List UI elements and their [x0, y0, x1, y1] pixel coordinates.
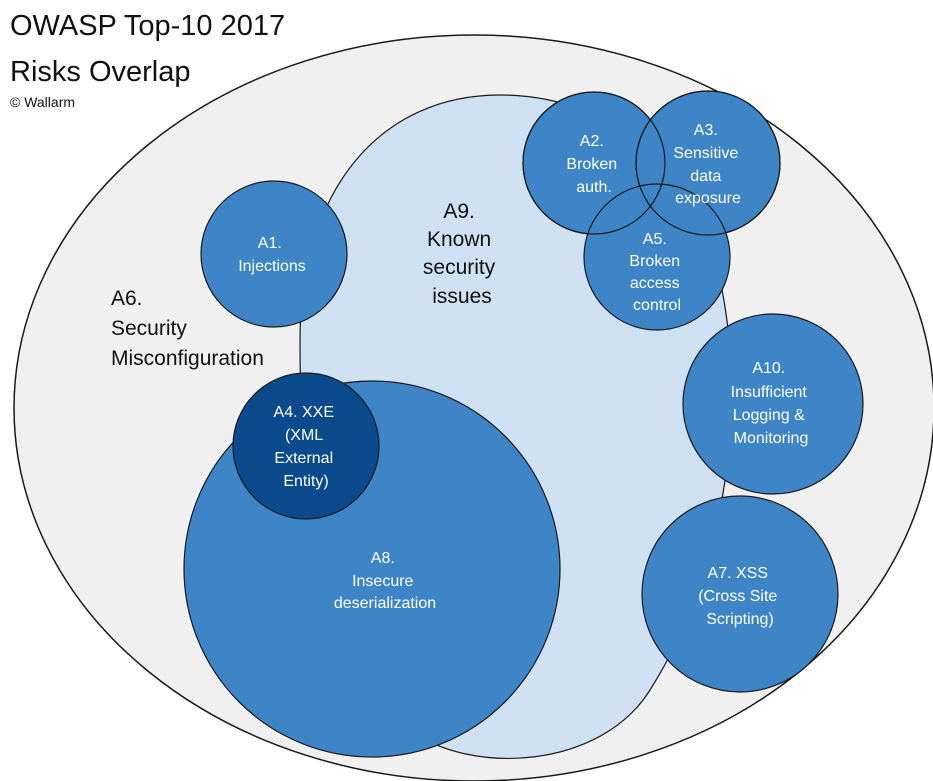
a6-label-line: A6. [111, 287, 143, 310]
a9-label-line: issues [432, 285, 492, 308]
a8-label-line: deserialization [334, 595, 436, 612]
a2-label-line: A2. [580, 133, 604, 150]
a9-label-line: Known [427, 228, 491, 251]
a10-label-line: A10. [752, 360, 785, 377]
a1-label-line: Injections [238, 258, 306, 275]
a5-label-line: access [630, 275, 680, 292]
a10-label-line: Insufficient [731, 384, 808, 401]
diagram-title: OWASP Top-10 2017 [10, 10, 286, 42]
a10-label: A10. Insufficient Logging & Monitoring [731, 360, 812, 447]
a5-label-line: Broken [629, 253, 680, 270]
a4-label-line: A4. XXE [274, 404, 334, 421]
a4-label-line: Entity) [283, 473, 328, 490]
a10-label-line: Monitoring [734, 430, 809, 447]
credit-text: © Wallarm [10, 94, 76, 110]
a9-label: A9. Known security issues [423, 200, 501, 308]
a10-label-line: Logging & [733, 407, 805, 424]
a3-label-line: A3. [694, 122, 718, 139]
a3-label-line: Sensitive [673, 145, 738, 162]
a1-label: A1. Injections [238, 235, 306, 275]
a5-label-line: control [633, 297, 681, 314]
a5-label: A5. Broken access control [629, 231, 684, 314]
a2-label: A2. Broken auth. [566, 133, 621, 196]
a3-label-line: exposure [675, 190, 741, 207]
a7-circle [641, 495, 839, 693]
a5-circle [583, 183, 731, 331]
a8-label-line: Insecure [352, 573, 413, 590]
a8-label-line: A8. [371, 550, 395, 567]
a2-label-line: auth. [576, 179, 612, 196]
a1-label-line: A1. [258, 235, 282, 252]
a1-circle [200, 180, 348, 328]
a9-label-line: A9. [443, 200, 475, 223]
a7-label-line: Scripting) [706, 611, 774, 628]
a9-label-line: security [423, 256, 496, 279]
a4-circle [232, 372, 380, 520]
a7-label: A7. XSS (Cross Site Scripting) [698, 565, 782, 628]
a4-label-line: External [274, 450, 333, 467]
a8-label: A8. Insecure deserialization [334, 550, 436, 612]
a3-label-line: data [690, 168, 721, 185]
a10-circle [682, 313, 864, 495]
a5-label-line: A5. [643, 231, 667, 248]
a6-label-line: Security [111, 317, 187, 340]
a7-label-line: (Cross Site [698, 588, 777, 605]
a4-label-line: (XML [285, 427, 323, 444]
a6-label: A6. Security Misconfiguration [111, 287, 264, 370]
a4-label: A4. XXE (XML External Entity) [274, 404, 339, 490]
a3-outline [635, 90, 781, 236]
a2-outline [522, 91, 666, 235]
a6-label-line: Misconfiguration [111, 347, 264, 370]
diagram-subtitle: Risks Overlap [10, 56, 191, 88]
a3-label: A3. Sensitive data exposure [673, 122, 742, 207]
a2-label-line: Broken [566, 156, 617, 173]
a7-label-line: A7. XSS [708, 565, 768, 582]
